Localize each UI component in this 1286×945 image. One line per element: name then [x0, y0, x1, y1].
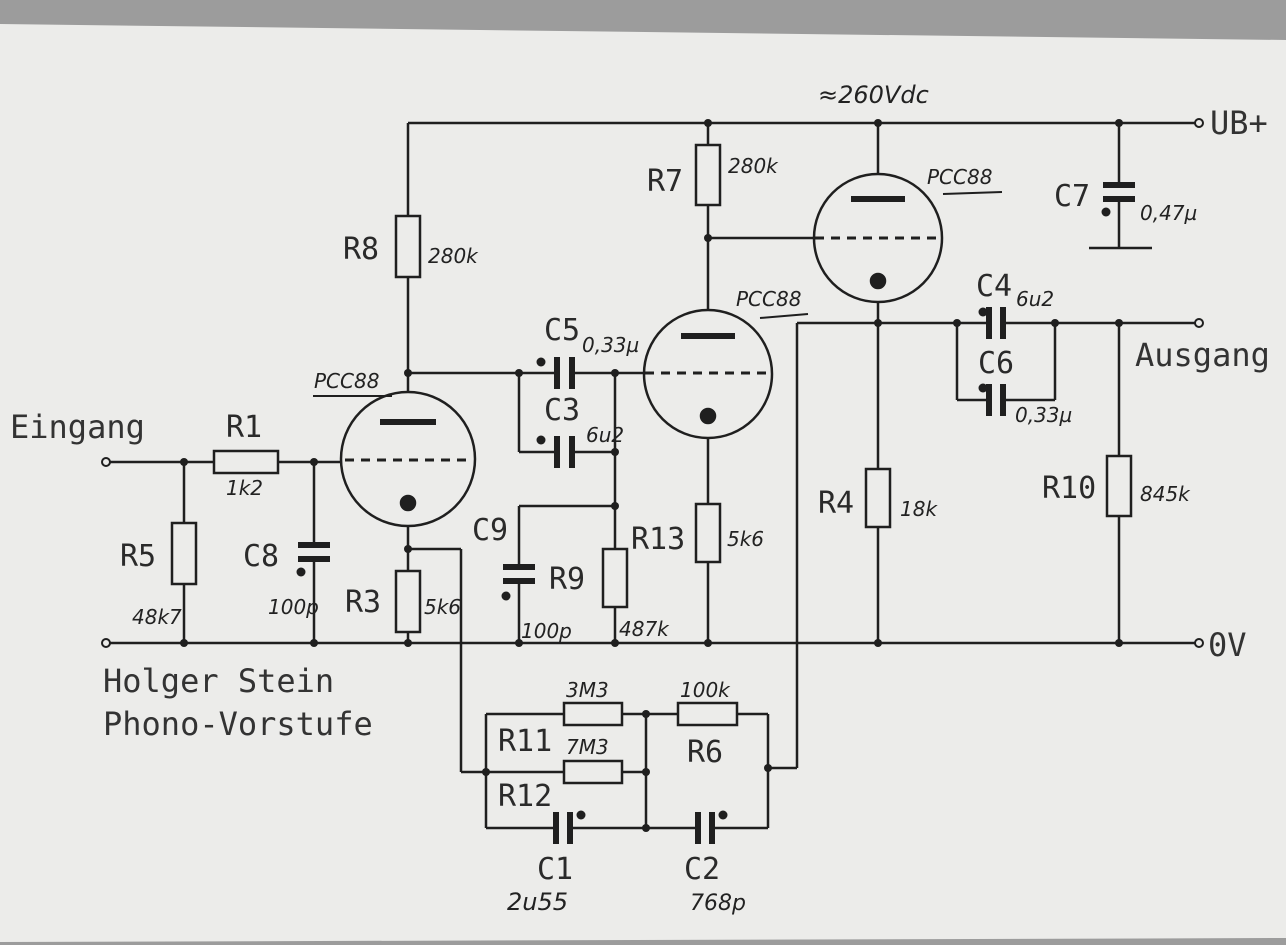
supply-terminal [1194, 118, 1204, 128]
c3-ref: C3 [544, 393, 580, 428]
c9-ref: C9 [472, 513, 508, 548]
r9-ref: R9 [549, 562, 585, 597]
c5-value: 0,33µ [582, 333, 639, 357]
resistor-r12 [562, 759, 624, 785]
resistor-r4 [864, 467, 892, 529]
r1-ref: R1 [226, 410, 262, 445]
r6-value: 100k [680, 678, 731, 702]
capacitor-c9 [503, 564, 535, 584]
resistor-r5 [170, 521, 198, 586]
input-label: Eingang [10, 408, 145, 446]
r10-value: 845k [1140, 482, 1191, 506]
c2-ref: C2 [684, 852, 720, 887]
terminals [101, 118, 1204, 648]
resistor-r7 [694, 143, 722, 207]
c3-value: 6u2 [586, 423, 624, 447]
c6-value: 0,33µ [1015, 403, 1072, 427]
resistor-r9 [601, 547, 629, 609]
c1-value: 2u55 [507, 888, 568, 916]
c7-value: 0,47µ [1140, 201, 1197, 225]
resistor-r10 [1105, 454, 1133, 518]
tube-v3 [812, 172, 944, 304]
resistor-r3 [394, 569, 422, 634]
r5-ref: R5 [120, 539, 156, 574]
r10-ref: R10 [1042, 471, 1096, 506]
r7-ref: R7 [647, 164, 683, 199]
capacitor-c3 [554, 436, 575, 468]
input-terminal [101, 457, 111, 467]
junctions [180, 119, 1123, 832]
c2-value: 768p [690, 891, 746, 916]
r9-value: 487k [619, 617, 670, 641]
credit-line-2: Phono-Vorstufe [103, 705, 373, 743]
tube-v3-type: PCC88 [927, 165, 992, 189]
capacitor-c7 [1103, 182, 1135, 202]
resistor-r6 [676, 701, 739, 727]
resistor-r13 [694, 502, 722, 564]
r3-value: 5k6 [424, 595, 461, 619]
capacitor-c6 [986, 384, 1006, 416]
r7-value: 280k [728, 154, 779, 178]
r11-value: 3M3 [566, 678, 609, 702]
c7-ref: C7 [1054, 179, 1090, 214]
tube-v1 [339, 390, 477, 528]
capacitor-polarity-dots [296, 207, 1111, 820]
capacitor-c4 [986, 307, 1006, 339]
r6-ref: R6 [687, 735, 723, 770]
r4-value: 18k [900, 497, 938, 521]
r12-value: 7M3 [566, 735, 609, 759]
tube-v2-type-underline [759, 313, 809, 319]
capacitor-c2 [695, 812, 715, 844]
output-terminal [1194, 318, 1204, 328]
capacitor-c5 [554, 357, 575, 389]
ground-label: 0V [1208, 626, 1247, 664]
capacitors [298, 182, 1135, 844]
r4-ref: R4 [818, 486, 854, 521]
ground-terminal-right [1194, 638, 1204, 648]
r13-ref: R13 [631, 522, 685, 557]
tube-v1-type: PCC88 [314, 369, 379, 393]
r8-ref: R8 [343, 232, 379, 267]
tube-v2 [642, 308, 774, 440]
r13-value: 5k6 [727, 527, 764, 551]
tube-v2-type: PCC88 [736, 287, 801, 311]
ground-terminal-left [101, 638, 111, 648]
c1-ref: C1 [537, 852, 573, 887]
capacitor-c1 [553, 812, 573, 844]
supply-voltage: ≈260Vdc [818, 81, 929, 109]
c9-value: 100p [521, 619, 572, 643]
resistor-r1 [212, 449, 280, 475]
output-label: Ausgang [1135, 336, 1270, 374]
r5-value: 48k7 [132, 605, 182, 629]
r12-ref: R12 [498, 779, 552, 814]
paper [0, 24, 1286, 942]
capacitor-c8 [298, 542, 330, 562]
c8-ref: C8 [243, 539, 279, 574]
c4-value: 6u2 [1016, 287, 1054, 311]
c8-value: 100p [268, 595, 319, 619]
r11-ref: R11 [498, 724, 552, 759]
c6-ref: C6 [978, 346, 1014, 381]
resistor-r8 [394, 214, 422, 279]
tubes [339, 172, 944, 528]
credit-line-1: Holger Stein [103, 662, 334, 700]
r3-ref: R3 [345, 585, 381, 620]
resistors [170, 143, 1133, 785]
tube-v3-type-underline [942, 191, 1003, 195]
c5-ref: C5 [544, 313, 580, 348]
supply-label: UB+ [1210, 104, 1268, 142]
resistor-r11 [562, 701, 624, 727]
c4-ref: C4 [976, 269, 1012, 304]
r1-value: 1k2 [226, 476, 263, 500]
r8-value: 280k [428, 244, 479, 268]
